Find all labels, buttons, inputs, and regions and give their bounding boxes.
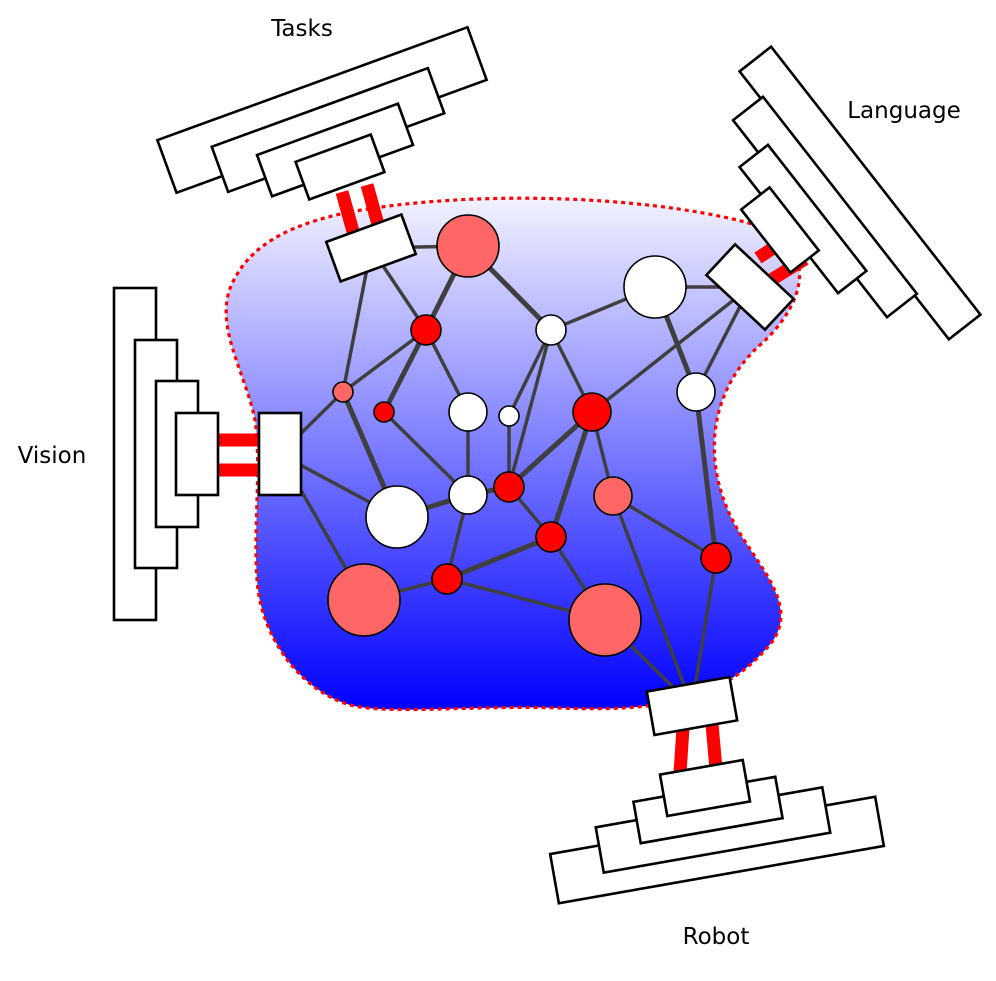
node-light-red: [593, 476, 633, 516]
vision-label: Vision: [18, 443, 87, 469]
node-white: [448, 392, 488, 432]
tasks-connector-a: [335, 190, 361, 237]
node-red: [493, 471, 525, 503]
robot-port: [645, 675, 739, 737]
node-red: [700, 542, 732, 574]
robot-label: Robot: [683, 924, 750, 950]
node-red: [431, 563, 463, 595]
node-white: [623, 255, 687, 319]
tasks-port: [324, 212, 418, 284]
language-encoder-stack: [731, 44, 983, 342]
network-nodes: [327, 214, 732, 657]
node-light-red: [332, 381, 354, 403]
robot-connector-a: [673, 727, 690, 774]
vision-port: [257, 411, 303, 497]
node-white: [676, 372, 716, 412]
node-white: [365, 485, 429, 549]
vision-encoder-stack: [112, 286, 220, 622]
node-red: [373, 401, 395, 423]
node-red: [572, 392, 612, 432]
language-port: [704, 242, 796, 332]
node-red: [410, 314, 442, 346]
language-label: Language: [847, 98, 961, 124]
node-light-red: [568, 583, 642, 657]
tasks-connector-b: [360, 183, 386, 230]
tasks-encoder-stack: [155, 25, 489, 202]
node-light-red: [327, 563, 401, 637]
node-red: [535, 521, 567, 553]
robot-encoder-stack: [548, 758, 886, 905]
node-white: [498, 405, 520, 427]
node-light-red: [436, 214, 500, 278]
node-white: [448, 475, 488, 515]
node-white: [535, 314, 567, 346]
tasks-label: Tasks: [270, 16, 333, 42]
robot-connector-b: [705, 723, 723, 770]
